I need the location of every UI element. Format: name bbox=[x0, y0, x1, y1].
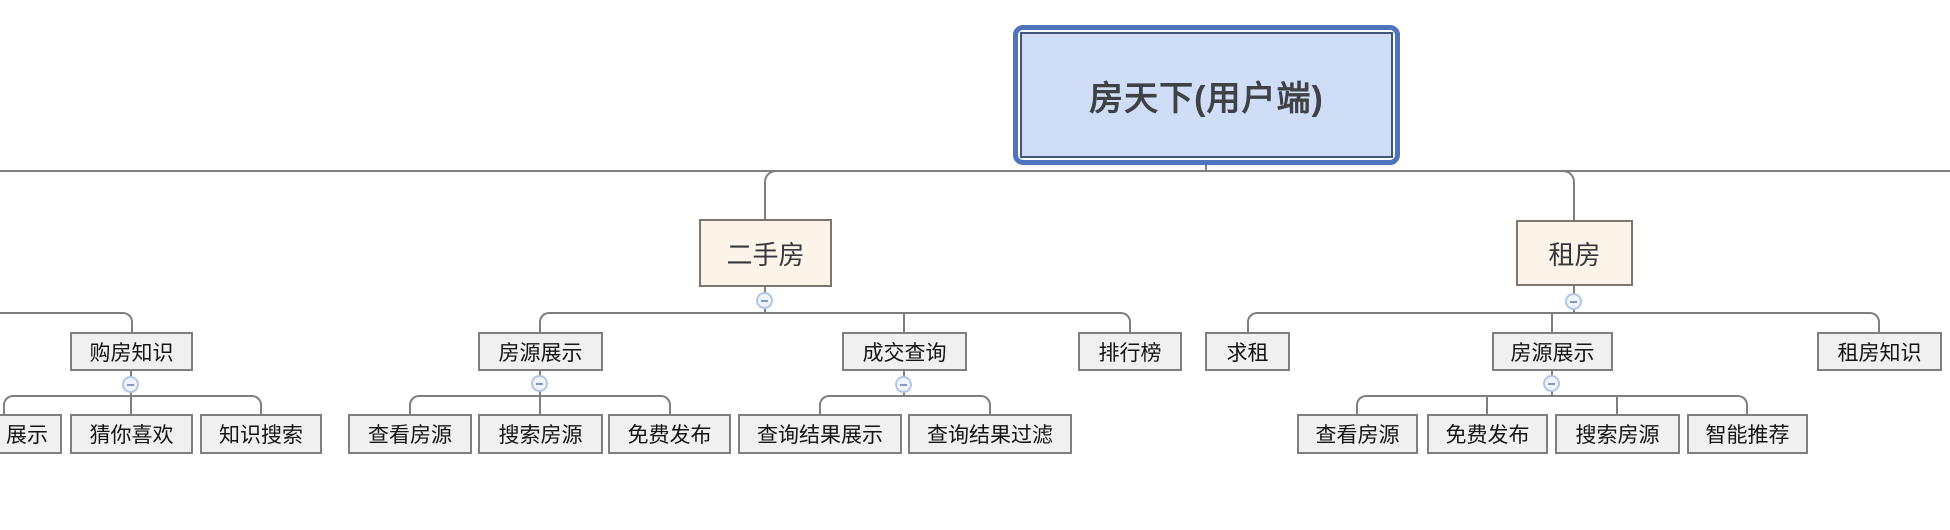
collapse-icon[interactable] bbox=[531, 375, 548, 392]
collapse-icon[interactable] bbox=[1543, 375, 1560, 392]
leaf-free-publish-rent[interactable]: 免费发布 bbox=[1427, 414, 1548, 454]
connector-line bbox=[764, 184, 766, 219]
connector-line bbox=[903, 312, 905, 332]
branch-renting[interactable]: 租房 bbox=[1516, 220, 1633, 286]
leaf-query-result-display[interactable]: 查询结果展示 bbox=[738, 414, 902, 454]
node-renting-knowledge[interactable]: 租房知识 bbox=[1817, 332, 1942, 371]
connector-main-bus bbox=[0, 170, 1950, 172]
connector-line bbox=[539, 395, 541, 414]
connector-elbow bbox=[1559, 170, 1575, 186]
minus-icon bbox=[761, 299, 768, 302]
minus-icon bbox=[1570, 300, 1577, 303]
connector-bracket bbox=[3, 395, 262, 414]
connector-line bbox=[1486, 395, 1488, 414]
node-listing-display-rent[interactable]: 房源展示 bbox=[1492, 332, 1613, 371]
node-ranking[interactable]: 排行榜 bbox=[1078, 332, 1182, 371]
collapse-icon[interactable] bbox=[1565, 293, 1582, 310]
connector-bracket bbox=[1247, 312, 1880, 332]
root-node[interactable]: 房天下(用户端) bbox=[1013, 25, 1400, 165]
collapse-icon[interactable] bbox=[756, 292, 773, 309]
minus-icon bbox=[1548, 382, 1555, 385]
minus-icon bbox=[536, 382, 543, 385]
collapse-icon[interactable] bbox=[122, 376, 139, 393]
leaf-view-listings-ershou[interactable]: 查看房源 bbox=[348, 414, 472, 454]
leaf-search-listings-ershou[interactable]: 搜索房源 bbox=[478, 414, 603, 454]
leaf-display-clipped[interactable]: 展示 bbox=[0, 414, 62, 454]
connector-bracket bbox=[1356, 395, 1748, 414]
node-deal-inquiry[interactable]: 成交查询 bbox=[842, 332, 967, 371]
connector-bracket bbox=[539, 312, 1131, 332]
connector-line bbox=[130, 395, 132, 414]
node-seek-rent[interactable]: 求租 bbox=[1205, 332, 1290, 371]
leaf-free-publish-ershou[interactable]: 免费发布 bbox=[608, 414, 731, 454]
connector-bracket bbox=[0, 312, 133, 332]
root-node-label: 房天下(用户端) bbox=[1020, 32, 1393, 158]
leaf-guess-you-like[interactable]: 猜你喜欢 bbox=[70, 414, 193, 454]
connector-bracket bbox=[819, 395, 991, 414]
minus-icon bbox=[900, 383, 907, 386]
leaf-query-result-filter[interactable]: 查询结果过滤 bbox=[908, 414, 1072, 454]
connector-root-drop bbox=[1205, 163, 1207, 172]
leaf-view-listings-rent[interactable]: 查看房源 bbox=[1297, 414, 1418, 454]
minus-icon bbox=[127, 383, 134, 386]
collapse-icon[interactable] bbox=[895, 376, 912, 393]
connector-line bbox=[1573, 184, 1575, 220]
leaf-knowledge-search[interactable]: 知识搜索 bbox=[200, 414, 322, 454]
node-listing-display-ershou[interactable]: 房源展示 bbox=[478, 332, 603, 371]
connector-elbow bbox=[764, 170, 780, 186]
leaf-smart-recommend[interactable]: 智能推荐 bbox=[1687, 414, 1808, 454]
connector-line bbox=[1551, 312, 1553, 332]
leaf-search-listings-rent[interactable]: 搜索房源 bbox=[1555, 414, 1680, 454]
connector-line bbox=[1616, 395, 1618, 414]
branch-second-hand-housing[interactable]: 二手房 bbox=[699, 219, 832, 287]
node-buying-knowledge[interactable]: 购房知识 bbox=[70, 332, 193, 371]
